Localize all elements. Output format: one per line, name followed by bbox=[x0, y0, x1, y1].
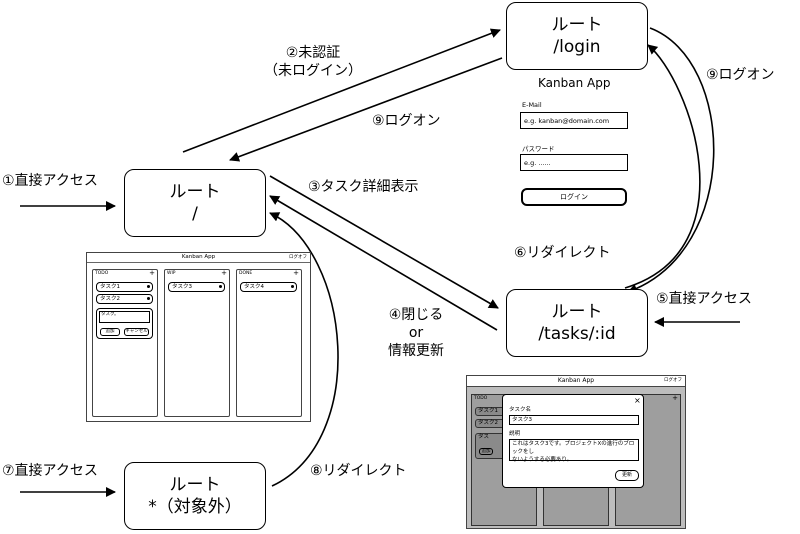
label-close-line1: ④閉じる bbox=[388, 307, 444, 323]
board-new-card-textarea[interactable]: タスク。 bbox=[99, 311, 150, 323]
task-detail-screen-mock: Kanban App ログオフ TODO タスク1 タスク2 タス 追加 + ×… bbox=[466, 375, 686, 529]
label-redirect-6: ⑥リダイレクト bbox=[514, 245, 611, 261]
board-card-1[interactable]: タスク1 bbox=[96, 282, 153, 292]
route-other-path: *（対象外） bbox=[148, 497, 242, 517]
board-title: Kanban App bbox=[181, 254, 216, 260]
login-mock-title: Kanban App bbox=[538, 76, 611, 90]
label-unauth: ②未認証 （未ログイン） bbox=[258, 44, 368, 80]
label-close-line2: or bbox=[408, 325, 424, 341]
route-other-node: ルート *（対象外） bbox=[124, 462, 266, 530]
arrow-logon-to-tasks bbox=[627, 27, 715, 294]
arrow-task-detail bbox=[269, 175, 499, 309]
route-login-label: ルート bbox=[551, 15, 603, 35]
login-button[interactable]: ログイン bbox=[521, 188, 627, 206]
board-column-wip-title: WIP bbox=[167, 271, 176, 276]
arrow-redirect-login bbox=[624, 44, 701, 289]
arrow-redirect-root bbox=[269, 212, 339, 487]
route-root-node: ルート / bbox=[124, 169, 266, 237]
label-close-update: ④閉じる or 情報更新 bbox=[376, 306, 456, 360]
board-card-2[interactable]: タスク2 bbox=[96, 294, 153, 304]
board-column-wip-add-icon[interactable]: + bbox=[221, 269, 227, 277]
login-email-label: E-Mail bbox=[522, 101, 542, 109]
board-card-3[interactable]: タスク3 bbox=[168, 282, 225, 292]
dialog-desc-field[interactable]: これはタスク3です。プロジェクトXの進行のブロックをし ないようする必要あり。 bbox=[509, 439, 639, 463]
label-direct-access-1: ①直接アクセス bbox=[2, 173, 98, 189]
route-other-label: ルート bbox=[169, 475, 221, 495]
board-column-todo-title: TODO bbox=[95, 271, 109, 276]
dialog-desc-label: 説明 bbox=[509, 431, 521, 437]
board-column-todo: TODO + タスク1 タスク2 タスク。 追加 キャンセル bbox=[92, 269, 158, 417]
board-column-done-add-icon[interactable]: + bbox=[293, 269, 299, 277]
card-handle-icon bbox=[147, 297, 150, 300]
detail-bg-add-button: 追加 bbox=[479, 448, 493, 455]
card-handle-icon bbox=[219, 285, 222, 288]
board-add-button[interactable]: 追加 bbox=[100, 328, 120, 336]
label-task-detail: ③タスク詳細表示 bbox=[308, 179, 419, 195]
board-card-1-label: タスク1 bbox=[100, 284, 120, 290]
detail-logout-link[interactable]: ログオフ bbox=[664, 378, 682, 383]
board-card-4[interactable]: タスク4 bbox=[240, 282, 297, 292]
dialog-desc-line2: ないようする必要あり。 bbox=[512, 457, 573, 463]
arrow-logon-to-root bbox=[229, 57, 503, 162]
route-tasks-node: ルート /tasks/:id bbox=[506, 289, 648, 357]
label-close-line3: 情報更新 bbox=[388, 343, 444, 359]
label-direct-access-7: ⑦直接アクセス bbox=[2, 463, 98, 479]
label-redirect-8: ⑧リダイレクト bbox=[310, 463, 407, 479]
route-root-label: ルート bbox=[169, 182, 221, 202]
board-screen-mock: Kanban App ログオフ TODO + タスク1 タスク2 タスク。 追加… bbox=[86, 252, 311, 422]
route-root-path: / bbox=[192, 204, 198, 224]
label-logon-left: ⑨ログオン bbox=[372, 113, 441, 129]
label-unauth-line2: （未ログイン） bbox=[264, 63, 362, 79]
dialog-name-field[interactable]: タスク3 bbox=[509, 415, 639, 425]
route-tasks-label: ルート bbox=[551, 302, 603, 322]
dialog-name-label: タスク名 bbox=[509, 407, 532, 413]
board-logout-link[interactable]: ログオフ bbox=[289, 255, 307, 260]
board-column-done: DONE + タスク4 bbox=[236, 269, 302, 417]
label-direct-access-5: ⑤直接アクセス bbox=[656, 291, 752, 307]
task-detail-dialog: × タスク名 タスク3 説明 これはタスク3です。プロジェクトXの進行のブロック… bbox=[502, 394, 644, 488]
login-password-label: パスワード bbox=[522, 145, 555, 153]
detail-title: Kanban App bbox=[557, 377, 595, 384]
card-handle-icon bbox=[147, 285, 150, 288]
board-column-todo-add-icon[interactable]: + bbox=[149, 269, 155, 277]
detail-bg-new-card: タス 追加 bbox=[475, 433, 505, 459]
arrow-close-update bbox=[269, 195, 498, 331]
detail-bg-add-icon: + bbox=[672, 394, 678, 402]
board-new-card-text: タスク。 bbox=[101, 312, 119, 317]
board-card-3-label: タスク3 bbox=[172, 284, 192, 290]
route-login-path: /login bbox=[553, 37, 601, 57]
route-tasks-path: /tasks/:id bbox=[538, 324, 616, 344]
arrow-unauth bbox=[182, 28, 501, 153]
login-email-field[interactable]: e.g. kanban@domain.com bbox=[520, 112, 628, 129]
detail-titlebar: Kanban App ログオフ bbox=[467, 376, 685, 387]
detail-bg-card-2: タスク2 bbox=[475, 419, 505, 428]
board-card-2-label: タスク2 bbox=[100, 296, 120, 302]
detail-bg-card-1: タスク1 bbox=[475, 407, 505, 416]
board-titlebar: Kanban App ログオフ bbox=[87, 253, 310, 263]
label-unauth-line1: ②未認証 bbox=[285, 45, 341, 61]
board-column-wip: WIP + タスク3 bbox=[164, 269, 230, 417]
route-login-node: ルート /login bbox=[506, 2, 648, 70]
detail-bg-column-title: TODO bbox=[474, 396, 488, 401]
board-new-card-form: タスク。 追加 キャンセル bbox=[96, 308, 153, 339]
dialog-update-button[interactable]: 更新 bbox=[615, 470, 639, 481]
board-cancel-button[interactable]: キャンセル bbox=[124, 328, 149, 336]
label-logon-right: ⑨ログオン bbox=[706, 67, 775, 83]
board-column-done-title: DONE bbox=[239, 271, 253, 276]
login-password-field[interactable]: e.g. ...... bbox=[520, 154, 628, 171]
dialog-close-icon[interactable]: × bbox=[634, 396, 641, 405]
card-handle-icon bbox=[291, 285, 294, 288]
board-card-4-label: タスク4 bbox=[244, 284, 264, 290]
detail-bg-new-card-text: タス bbox=[478, 434, 490, 440]
dialog-desc-line1: これはタスク3です。プロジェクトXの進行のブロックをし bbox=[512, 441, 635, 455]
